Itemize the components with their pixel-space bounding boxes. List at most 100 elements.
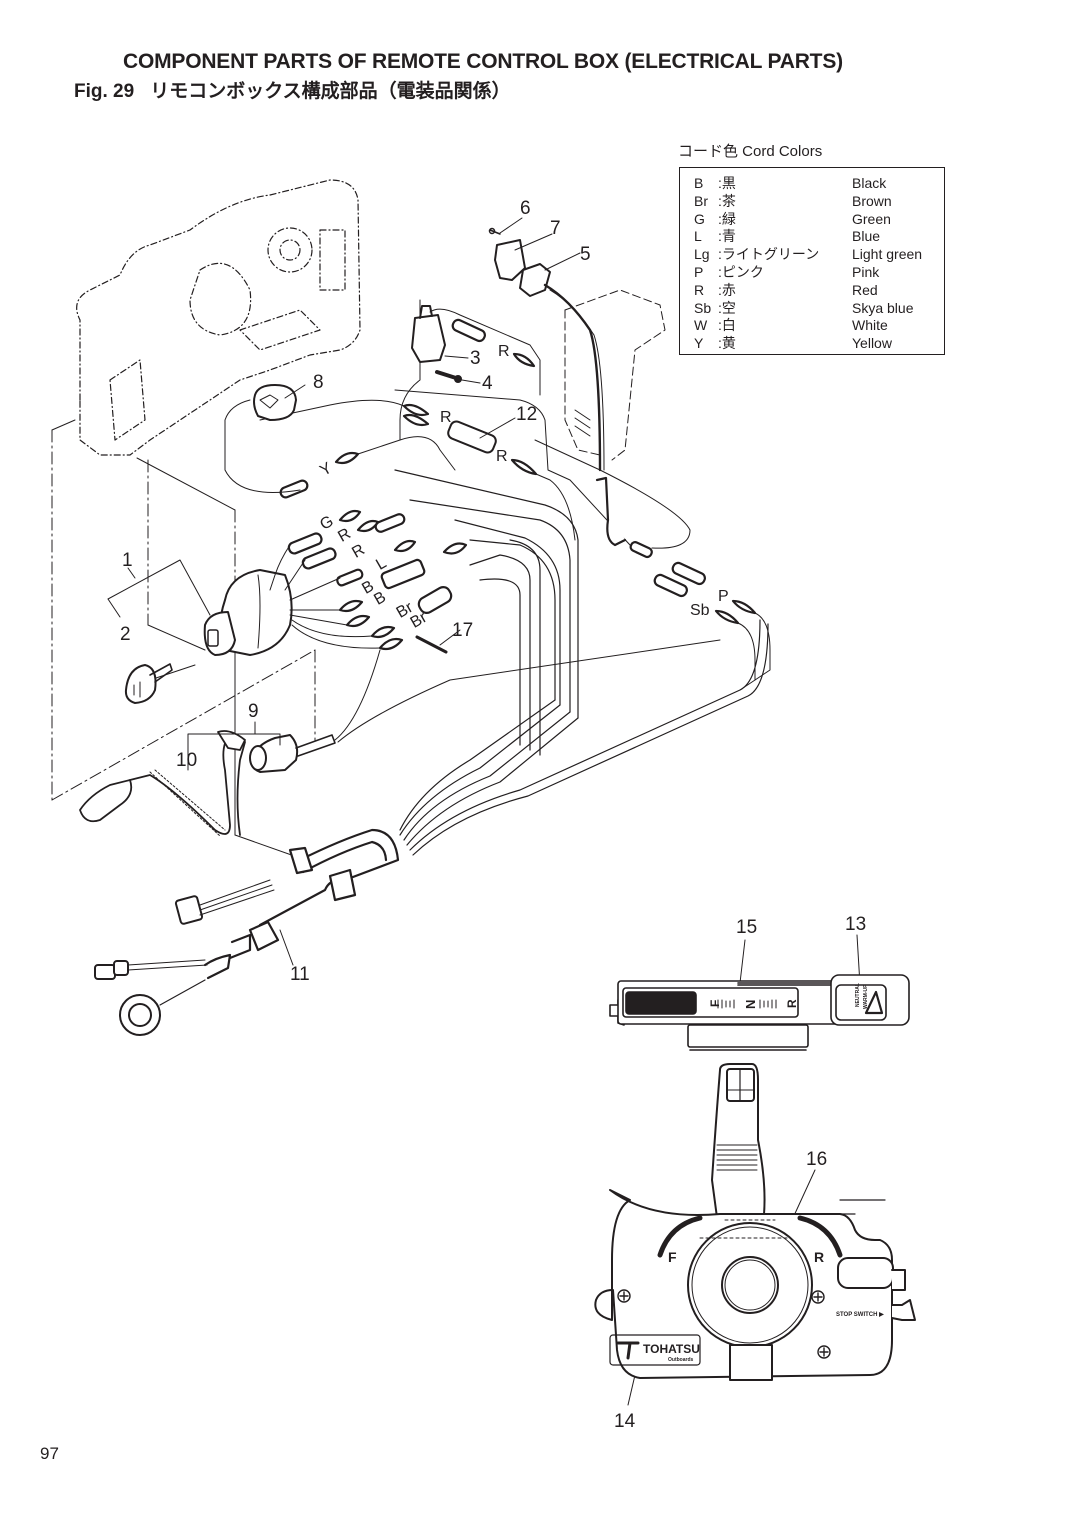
wire-label-b-b: B — [371, 589, 389, 609]
legend-item: P :ピンク — [694, 264, 764, 281]
callout-8: 8 — [313, 372, 324, 393]
wire-label-r-b: R — [349, 541, 368, 562]
connector-b3 — [345, 614, 371, 628]
remote-control-housing — [76, 179, 361, 456]
legend-item: Y :黄 — [694, 335, 736, 352]
part-17-screw — [415, 635, 448, 654]
legend-jp: :緑 — [718, 210, 736, 227]
callout-bracket-9-10 — [187, 721, 281, 771]
part-7-cover — [494, 239, 526, 281]
part-3-relay — [411, 305, 446, 363]
legend-code: Lg — [694, 246, 710, 263]
legend-code: P — [694, 264, 704, 280]
legend-title: コード色 Cord Colors — [678, 143, 823, 160]
shift-label-f: F — [708, 1000, 722, 1007]
ignition-key — [124, 663, 173, 704]
legend-en: Red — [852, 281, 878, 298]
connector-sb-pin — [714, 609, 740, 625]
callout-13: 13 — [845, 914, 866, 935]
legend-item: B:黒 — [694, 175, 736, 192]
brand-sub: Outboards — [668, 1357, 693, 1363]
legend-item: R:赤 — [694, 282, 736, 299]
legend-jp: :ライトグリーン — [718, 246, 820, 263]
legend-item: G:緑 — [694, 211, 736, 228]
lanyard-cord — [79, 730, 246, 837]
control-box-r: R — [814, 1249, 824, 1265]
legend-en: Blue — [852, 228, 881, 245]
figure-number: Fig. 29 — [74, 81, 135, 102]
legend-item: Lg :ライトグリーン — [694, 246, 819, 263]
callout-4: 4 — [482, 373, 493, 394]
assembly-guide-lines — [51, 429, 316, 801]
connector-br1 — [370, 625, 396, 639]
legend-item: W:白 — [694, 317, 736, 334]
part-5-trim-switch — [519, 263, 627, 547]
legend-en: Skya blue — [852, 299, 914, 316]
connector-r2 — [374, 513, 406, 533]
harness-sheath — [203, 828, 400, 980]
callout-5: 5 — [580, 244, 591, 265]
wire-label-r-top: R — [498, 343, 510, 360]
connector-pin-3 — [393, 539, 417, 553]
connector-r-top-sleeve — [451, 318, 486, 343]
callout-bracket-1-2 — [107, 559, 211, 618]
legend-en: Yellow — [852, 335, 892, 352]
wire-label-r-mid2: R — [496, 448, 508, 465]
callout-numbers: 1 2 3 4 5 6 7 8 9 10 11 12 13 15 14 16 1… — [120, 198, 866, 1432]
part-8-buzzer — [253, 384, 297, 421]
callout-leaders — [279, 217, 861, 1406]
legend-jp: :黒 — [718, 175, 736, 191]
thin-wires — [224, 299, 771, 691]
legend-code: Br — [694, 192, 708, 209]
wire-label-y: Y — [317, 459, 335, 479]
wire-label-r-a: R — [335, 525, 354, 546]
legend-code: Y — [694, 335, 704, 352]
figure-title-jp: リモコンボックス構成部品（電装品関係） — [150, 81, 511, 102]
brand-logo: TOHATSU — [643, 1342, 700, 1356]
legend-jp: :赤 — [718, 281, 736, 298]
connector-l-coupler — [380, 558, 426, 590]
legend-item: L:青 — [694, 228, 736, 245]
callout-10: 10 — [176, 750, 197, 771]
ignition-switch — [203, 569, 293, 656]
legend-item: Br:茶 — [694, 193, 736, 210]
legend-jp: :黄 — [718, 335, 736, 352]
callout-16: 16 — [806, 1149, 827, 1170]
main-wire-harness — [394, 469, 769, 856]
legend-en: White — [852, 317, 888, 334]
shift-indicator-panel: F N R NEUTRAL WARM-UP — [609, 974, 910, 1051]
connector-g — [287, 532, 323, 555]
connector-br2 — [378, 637, 404, 651]
callout-6: 6 — [520, 198, 531, 219]
legend-jp: :白 — [718, 317, 736, 334]
callout-11: 11 — [290, 964, 310, 985]
shift-label-r: R — [785, 999, 799, 1008]
wire-label-g: G — [317, 513, 336, 534]
legend-jp: :空 — [718, 299, 736, 316]
callout-14-15: 15 — [736, 917, 757, 938]
warmup-label: WARM-UP — [863, 984, 869, 1009]
wire-label-r-mid1: R — [440, 409, 452, 426]
callout-1: 1 — [122, 550, 133, 571]
connector-pin-4 — [442, 542, 468, 555]
connector-p-sb-3 — [653, 573, 688, 598]
callout-14: 14 — [614, 1411, 636, 1432]
remote-control-box: F R STOP SWITCH ▶ TOHATSU Outboards — [594, 1063, 916, 1381]
connector-b2 — [338, 599, 364, 613]
neutral-label: NEUTRAL — [855, 983, 861, 1007]
part-4-screw — [435, 370, 462, 383]
callout-7: 7 — [550, 218, 561, 239]
stop-switch-label: STOP SWITCH ▶ — [836, 1311, 884, 1318]
legend-en: Brown — [852, 192, 892, 209]
legend-code: L — [694, 228, 702, 245]
callout-17: 17 — [452, 620, 473, 641]
wire-label-sb: Sb — [690, 602, 710, 619]
legend-code: Sb — [694, 299, 712, 316]
connector-p-sb-1 — [629, 541, 653, 559]
legend-jp: :ピンク — [718, 264, 764, 280]
connector-r-top-pin — [512, 352, 536, 368]
legend-en: Green — [852, 210, 891, 227]
connector-br-coupler — [417, 586, 453, 614]
